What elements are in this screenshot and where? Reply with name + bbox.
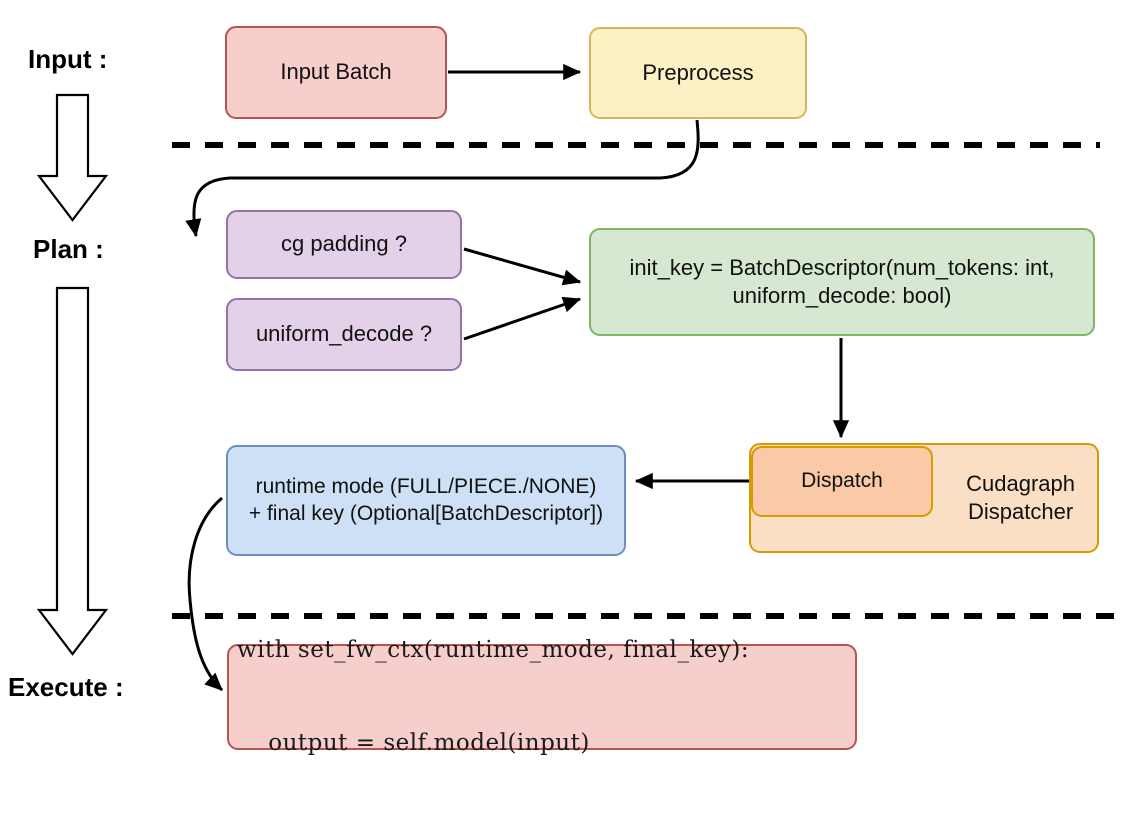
node-preprocess[interactable]: Preprocess xyxy=(589,27,807,119)
node-runtime-mode[interactable]: runtime mode (FULL/PIECE./NONE) + final … xyxy=(226,445,626,556)
node-cudagraph-dispatcher-line1: Cudagraph xyxy=(966,470,1075,496)
node-input-batch-label: Input Batch xyxy=(280,59,392,85)
arrow-runtime-mode-to-execute-code xyxy=(187,496,224,692)
diagram-canvas: Input : Plan : Execute : Input Batch Pre… xyxy=(8,26,1128,757)
node-runtime-mode-text: runtime mode (FULL/PIECE./NONE) + final … xyxy=(249,474,603,528)
node-execute-code-line1: with set_fw_ctx(runtime_mode, final_key)… xyxy=(237,636,750,663)
input-to-plan-block-arrow xyxy=(36,93,109,222)
stage-label-plan: Plan : xyxy=(33,234,104,264)
arrow-uniform-decode-to-init-key xyxy=(463,296,582,341)
stage-label-execute: Execute : xyxy=(8,672,124,702)
node-init-key-line2: uniform_decode: bool) xyxy=(732,283,952,308)
node-input-batch[interactable]: Input Batch xyxy=(225,26,447,119)
arrow-cg-padding-to-init-key xyxy=(463,247,582,286)
node-execute-code[interactable]: with set_fw_ctx(runtime_mode, final_key)… xyxy=(227,637,857,756)
node-runtime-mode-line2: + final key (Optional[BatchDescriptor]) xyxy=(248,501,604,525)
node-uniform-decode[interactable]: uniform_decode ? xyxy=(226,298,462,371)
node-init-key-line1: init_key = BatchDescriptor(num_tokens: i… xyxy=(629,254,1055,280)
node-cudagraph-dispatcher-text: Cudagraph Dispatcher xyxy=(966,470,1075,526)
node-runtime-mode-line1: runtime mode (FULL/PIECE./NONE) xyxy=(255,474,597,498)
node-cudagraph-dispatcher-line2: Dispatcher xyxy=(967,499,1074,524)
node-execute-code-text: with set_fw_ctx(runtime_mode, final_key)… xyxy=(237,573,749,821)
node-cg-padding[interactable]: cg padding ? xyxy=(226,210,462,279)
node-cg-padding-label: cg padding ? xyxy=(281,231,407,257)
node-init-key[interactable]: init_key = BatchDescriptor(num_tokens: i… xyxy=(589,228,1095,336)
node-execute-code-line2: output = self.model(input) xyxy=(237,730,590,757)
node-dispatch-label: Dispatch xyxy=(801,469,883,493)
plan-to-execute-block-arrow xyxy=(36,286,109,656)
node-init-key-text: init_key = BatchDescriptor(num_tokens: i… xyxy=(630,254,1055,310)
node-uniform-decode-label: uniform_decode ? xyxy=(255,321,433,347)
node-dispatch[interactable]: Dispatch xyxy=(751,446,933,517)
node-preprocess-label: Preprocess xyxy=(642,59,754,85)
stage-label-input: Input : xyxy=(28,44,108,74)
